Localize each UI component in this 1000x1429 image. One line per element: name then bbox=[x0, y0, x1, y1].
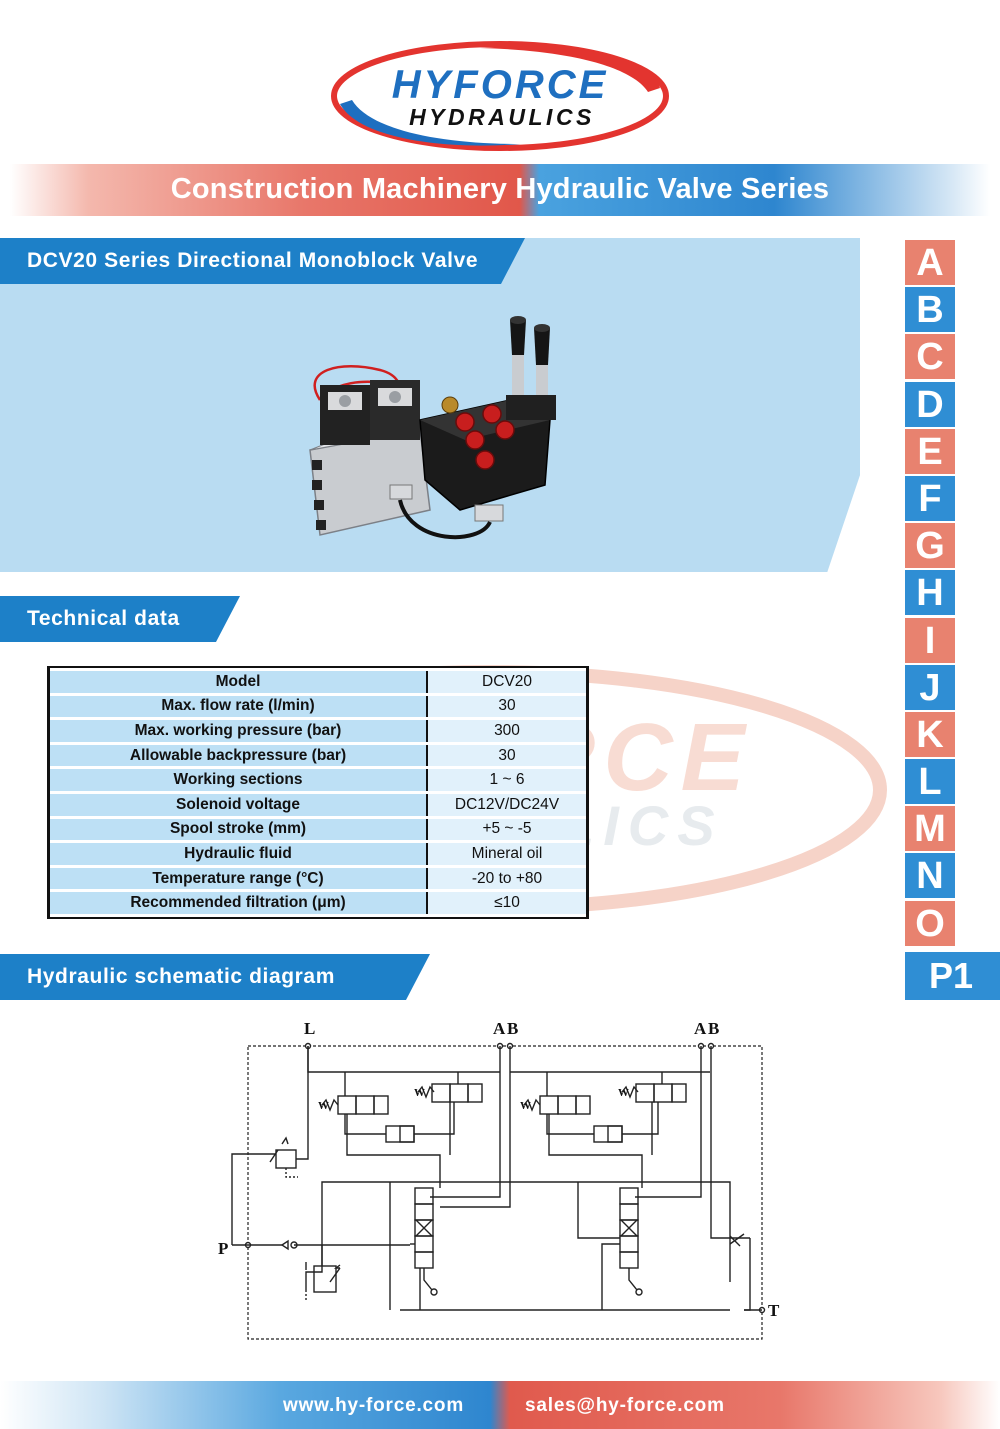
spec-label: Recommended filtration (μm) bbox=[50, 892, 428, 914]
index-letter-b[interactable]: B bbox=[905, 287, 955, 333]
footer-website-link[interactable]: www.hy-force.com bbox=[283, 1395, 465, 1416]
brand-line1: HYFORCE bbox=[392, 63, 609, 107]
index-letter-j[interactable]: J bbox=[905, 664, 955, 710]
index-letter-n[interactable]: N bbox=[905, 853, 955, 899]
index-letter-f[interactable]: F bbox=[905, 475, 955, 521]
port-label-b1: B bbox=[507, 1019, 518, 1038]
footer: www.hy-force.com sales@hy-force.com bbox=[0, 1381, 1000, 1429]
table-row: Max. flow rate (l/min)30 bbox=[50, 695, 586, 718]
spring-label-2: W bbox=[414, 1087, 425, 1099]
spec-value: +5 ~ -5 bbox=[428, 818, 586, 841]
index-letter-e[interactable]: E bbox=[905, 428, 955, 474]
spec-label: Allowable backpressure (bar) bbox=[50, 744, 428, 767]
table-row: Recommended filtration (μm)≤10 bbox=[50, 892, 586, 914]
spring-label-3: W bbox=[520, 1100, 531, 1112]
spring-label-1: W bbox=[318, 1100, 329, 1112]
spec-value: 1 ~ 6 bbox=[428, 769, 586, 791]
index-letter-o[interactable]: O bbox=[905, 900, 955, 946]
index-letter-a[interactable]: A bbox=[905, 240, 955, 285]
spec-value: DC12V/DC24V bbox=[428, 793, 586, 816]
brand-line2: HYDRAULICS bbox=[409, 104, 595, 130]
table-row: Temperature range (°C)-20 to +80 bbox=[50, 867, 586, 890]
index-letter-d[interactable]: D bbox=[905, 381, 955, 427]
spec-label: Working sections bbox=[50, 769, 428, 791]
tech-section-title: Technical data bbox=[0, 596, 240, 642]
port-label-t: T bbox=[768, 1301, 780, 1320]
series-banner-title: Construction Machinery Hydraulic Valve S… bbox=[170, 173, 830, 205]
spec-label: Temperature range (°C) bbox=[50, 867, 428, 890]
spec-label: Solenoid voltage bbox=[50, 793, 428, 816]
brand-logo: HYFORCE HYDRAULICS bbox=[331, 41, 669, 151]
index-letter-l[interactable]: L bbox=[905, 759, 955, 805]
port-label-p: P bbox=[218, 1239, 228, 1258]
spec-value: 30 bbox=[428, 744, 586, 767]
product-panel bbox=[0, 238, 860, 572]
index-letter-g[interactable]: G bbox=[905, 523, 955, 569]
table-row: Max. working pressure (bar)300 bbox=[50, 720, 586, 742]
hydraulic-schematic: L A B A B P T W W W W bbox=[218, 1019, 780, 1340]
spec-label: Model bbox=[50, 671, 428, 693]
index-letter-c[interactable]: C bbox=[905, 334, 955, 380]
spec-value: 300 bbox=[428, 720, 586, 742]
table-row: Spool stroke (mm)+5 ~ -5 bbox=[50, 818, 586, 841]
index-letter-h[interactable]: H bbox=[905, 570, 955, 616]
index-letter-i[interactable]: I bbox=[905, 617, 955, 663]
port-label-a1: A bbox=[493, 1019, 506, 1038]
spec-label: Max. flow rate (l/min) bbox=[50, 695, 428, 718]
port-label-l: L bbox=[304, 1019, 315, 1038]
product-section-title: DCV20 Series Directional Monoblock Valve bbox=[0, 238, 525, 284]
index-letter-k[interactable]: K bbox=[905, 711, 955, 757]
valve-photo-icon bbox=[309, 316, 556, 540]
spec-value: ≤10 bbox=[428, 892, 586, 914]
schematic-section-title: Hydraulic schematic diagram bbox=[0, 954, 430, 1000]
letter-index: A B C D E F G H I J K L M N O bbox=[905, 240, 955, 948]
port-label-b2: B bbox=[708, 1019, 719, 1038]
page-tag: P1 bbox=[905, 952, 1000, 1000]
spec-value: DCV20 bbox=[428, 671, 586, 693]
index-letter-m[interactable]: M bbox=[905, 806, 955, 852]
spec-label: Max. working pressure (bar) bbox=[50, 720, 428, 742]
spec-value: 30 bbox=[428, 695, 586, 718]
spec-label: Hydraulic fluid bbox=[50, 843, 428, 865]
spring-label-4: W bbox=[618, 1087, 629, 1099]
port-label-a2: A bbox=[694, 1019, 707, 1038]
footer-email-link[interactable]: sales@hy-force.com bbox=[525, 1395, 725, 1416]
series-banner: Construction Machinery Hydraulic Valve S… bbox=[10, 164, 990, 216]
table-row: Allowable backpressure (bar)30 bbox=[50, 744, 586, 767]
spec-label: Spool stroke (mm) bbox=[50, 818, 428, 841]
spec-value: -20 to +80 bbox=[428, 867, 586, 890]
spec-value: Mineral oil bbox=[428, 843, 586, 865]
